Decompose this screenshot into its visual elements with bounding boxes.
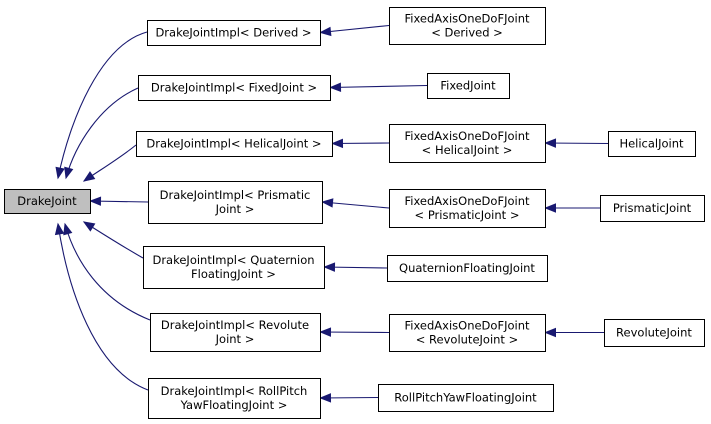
- node-revolute-joint[interactable]: RevoluteJoint: [604, 319, 705, 347]
- node-label: PrismaticJoint: [613, 201, 692, 215]
- edge-fixed-joint-to-impl-fixed-arrowhead: [329, 82, 342, 93]
- node-fixed-joint[interactable]: FixedJoint: [427, 73, 510, 99]
- node-faod-revolute[interactable]: FixedAxisOneDoFJoint< RevoluteJoint >: [389, 314, 546, 352]
- node-label: QuaternionFloatingJoint: [399, 261, 535, 275]
- node-box: [148, 378, 321, 419]
- edge-faod-prismatic-to-impl-prismatic: [322, 201, 390, 209]
- node-box: [387, 255, 548, 282]
- edges-layer: [54, 24, 609, 403]
- node-helical-joint[interactable]: HelicalJoint: [608, 131, 696, 157]
- edge-faod-helical-to-impl-helical-arrowhead: [331, 138, 344, 149]
- node-label: DrakeJointImpl< Revolute: [161, 318, 309, 332]
- node-faod-derived[interactable]: FixedAxisOneDoFJoint< Derived >: [389, 7, 546, 45]
- node-impl-quaternion[interactable]: DrakeJointImpl< QuaternionFloatingJoint …: [143, 246, 325, 289]
- edge-faod-revolute-to-impl-revolute-arrowhead: [319, 327, 332, 337]
- node-box: [389, 124, 546, 163]
- node-label: DrakeJoint: [17, 194, 77, 208]
- edge-impl-rpy-to-drake-joint: [57, 223, 149, 391]
- node-box: [143, 246, 325, 289]
- edge-prismatic-joint-to-faod-prismatic-arrowhead: [544, 203, 556, 213]
- node-label: DrakeJointImpl< Quaternion: [152, 253, 314, 267]
- node-box: [600, 195, 705, 222]
- edge-impl-revolute-to-drake-joint: [64, 223, 151, 321]
- node-label: < RevoluteJoint >: [416, 333, 518, 347]
- node-impl-derived[interactable]: DrakeJointImpl< Derived >: [147, 20, 321, 46]
- node-faod-prismatic[interactable]: FixedAxisOneDoFJoint< PrismaticJoint >: [389, 189, 546, 228]
- edge-impl-quaternion-to-drake-joint-arrowhead: [82, 221, 96, 232]
- node-label: FixedJoint: [440, 79, 496, 93]
- edge-faod-derived-to-impl-derived: [320, 24, 390, 34]
- node-box: [147, 20, 321, 46]
- node-label: < PrismaticJoint >: [415, 208, 520, 222]
- node-label: DrakeJointImpl< RollPitch: [161, 384, 308, 398]
- node-label: DrakeJointImpl< FixedJoint >: [151, 81, 317, 95]
- node-impl-fixed[interactable]: DrakeJointImpl< FixedJoint >: [138, 75, 331, 101]
- edge-impl-fixed-to-drake-joint-arrowhead: [64, 166, 74, 180]
- node-box: [136, 131, 333, 157]
- node-label: DrakeJointImpl< Prismatic: [160, 188, 311, 202]
- node-box: [604, 319, 705, 347]
- node-label: < HelicalJoint >: [422, 143, 513, 157]
- node-faod-helical[interactable]: FixedAxisOneDoFJoint< HelicalJoint >: [389, 124, 546, 163]
- node-box: [4, 189, 91, 214]
- edge-impl-rpy-to-drake-joint-arrowhead: [54, 222, 65, 236]
- edge-impl-derived-to-drake-joint: [57, 31, 148, 179]
- node-box: [138, 75, 331, 101]
- node-label: YawFloatingJoint >: [180, 398, 288, 412]
- node-label: RevoluteJoint: [616, 326, 692, 340]
- edge-rpy-joint-to-impl-rpy-arrowhead: [319, 393, 332, 403]
- node-impl-revolute[interactable]: DrakeJointImpl< RevoluteJoint >: [150, 313, 321, 352]
- node-box: [389, 189, 546, 228]
- node-box: [150, 313, 321, 352]
- node-label: FixedAxisOneDoFJoint: [404, 129, 529, 143]
- edge-quaternion-joint-to-impl-quaternion-arrowhead: [323, 262, 336, 272]
- edge-faod-derived-to-impl-derived-arrowhead: [319, 26, 332, 37]
- edge-impl-derived-to-drake-joint-arrowhead: [55, 166, 65, 180]
- edge-fixed-joint-to-impl-fixed: [330, 84, 428, 89]
- node-label: Joint >: [215, 202, 255, 216]
- node-label: Joint >: [215, 332, 255, 346]
- node-label: FloatingJoint >: [191, 267, 276, 281]
- node-box: [148, 181, 323, 224]
- edge-revolute-joint-to-faod-revolute-arrowhead: [544, 327, 556, 338]
- node-impl-helical[interactable]: DrakeJointImpl< HelicalJoint >: [136, 131, 333, 157]
- nodes-layer: DrakeJoint DrakeJointImpl< Derived > Drake…: [4, 7, 705, 419]
- node-box: [378, 384, 554, 412]
- node-label: FixedAxisOneDoFJoint: [404, 12, 529, 26]
- node-label: DrakeJointImpl< Derived >: [155, 26, 311, 40]
- node-label: HelicalJoint: [619, 137, 684, 151]
- node-label: FixedAxisOneDoFJoint: [404, 319, 529, 333]
- node-impl-prismatic[interactable]: DrakeJointImpl< PrismaticJoint >: [148, 181, 323, 224]
- edge-faod-revolute-to-impl-revolute: [320, 331, 390, 334]
- node-label: DrakeJointImpl< HelicalJoint >: [146, 137, 321, 151]
- node-box: [389, 314, 546, 352]
- node-box: [427, 73, 510, 99]
- node-quaternion-joint[interactable]: QuaternionFloatingJoint: [387, 255, 548, 282]
- node-drake-joint[interactable]: DrakeJoint: [4, 189, 91, 214]
- edge-helical-joint-to-faod-helical-arrowhead: [544, 138, 557, 148]
- node-label: FixedAxisOneDoFJoint: [404, 194, 529, 208]
- edge-impl-fixed-to-drake-joint: [65, 87, 139, 179]
- edge-faod-prismatic-to-impl-prismatic-arrowhead: [321, 198, 334, 208]
- edge-impl-prismatic-to-drake-joint-arrowhead: [89, 196, 102, 206]
- node-label: < Derived >: [431, 26, 503, 40]
- node-box: [389, 7, 546, 45]
- node-label: RollPitchYawFloatingJoint: [394, 391, 537, 405]
- edge-impl-revolute-to-drake-joint-arrowhead: [63, 222, 73, 236]
- edge-impl-helical-to-drake-joint-arrowhead: [82, 171, 96, 182]
- node-box: [608, 131, 696, 157]
- node-impl-rpy[interactable]: DrakeJointImpl< RollPitchYawFloatingJoin…: [148, 378, 321, 419]
- node-rpy-joint[interactable]: RollPitchYawFloatingJoint: [378, 384, 554, 412]
- node-prismatic-joint[interactable]: PrismaticJoint: [600, 195, 705, 222]
